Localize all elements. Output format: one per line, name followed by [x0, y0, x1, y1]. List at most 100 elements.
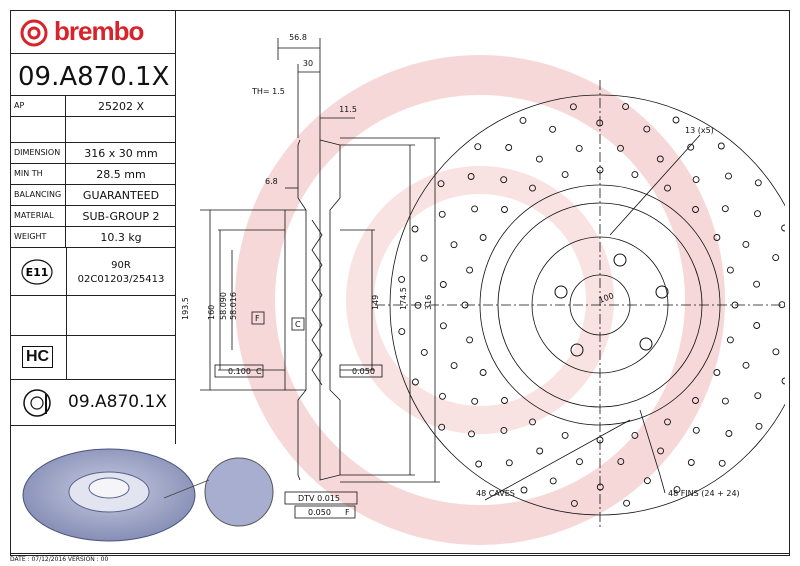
drilled-hole: [742, 240, 750, 248]
drilled-hole: [505, 144, 513, 151]
drilled-hole: [471, 205, 479, 213]
drilled-hole: [437, 180, 445, 188]
drilled-hole: [672, 116, 680, 124]
drilled-hole: [692, 426, 700, 434]
drilled-hole: [549, 125, 557, 133]
dim-149: 149: [371, 295, 380, 310]
drilled-hole: [717, 142, 725, 150]
drilled-hole: [687, 143, 695, 151]
spec-row: [10, 117, 176, 143]
dim-58-016: 58.016: [229, 292, 238, 320]
drilled-hole: [713, 234, 721, 241]
ece-mark-icon: E11: [21, 259, 53, 285]
drilled-hole: [623, 499, 631, 507]
technical-drawing: 56.8 30 TH= 1.5 11.5 6.8 193.5 160 58.09…: [181, 33, 785, 530]
drilled-hole: [755, 422, 763, 430]
drilled-hole: [569, 103, 577, 111]
footer-date-version: DATE : 07/12/2016 VERSION : 00: [10, 556, 109, 563]
drilled-hole: [529, 418, 536, 426]
drilled-hole: [631, 431, 639, 439]
disc-render: [22, 448, 274, 542]
drilled-hole: [468, 430, 475, 438]
runout-tolerance: 0.050: [308, 508, 331, 517]
drilled-hole: [692, 206, 699, 213]
drilled-hole: [466, 336, 474, 344]
drilled-hole: [721, 205, 729, 213]
part-code: 09.A870.1X: [10, 54, 176, 96]
drilled-hole: [643, 477, 651, 485]
drilled-hole: [617, 144, 624, 152]
drilled-hole: [520, 486, 528, 494]
drilled-hole: [664, 184, 671, 192]
drilled-hole: [575, 144, 583, 152]
drilled-hole: [561, 431, 569, 439]
tolerance-2: 0.050: [352, 367, 375, 376]
drilled-hole: [643, 125, 651, 133]
drilled-hole: [673, 486, 681, 494]
drilled-hole: [754, 179, 762, 187]
ece-mark: E11: [26, 266, 49, 279]
tolerance-1-ref: C: [256, 367, 262, 376]
drilled-hole: [622, 103, 630, 111]
drilled-hole: [721, 397, 729, 405]
drilled-hole: [439, 322, 447, 330]
fins-label: 48 FINS (24 + 24): [668, 489, 740, 498]
drilled-hole: [500, 426, 508, 434]
drilled-hole: [461, 301, 469, 309]
drilled-hole: [549, 477, 557, 485]
drilled-hole: [536, 447, 544, 455]
drilled-hole: [467, 173, 475, 180]
drilled-hole: [439, 392, 446, 400]
drilled-hole: [726, 336, 734, 344]
drilled-hole: [535, 155, 543, 163]
drilled-holes: [398, 103, 785, 507]
ece-line1: 90R: [111, 260, 131, 271]
dim-160: 160: [207, 305, 216, 320]
caves-label: 48 CAVES: [476, 489, 515, 498]
bottom-code-cell: 09.A870.1X: [10, 380, 176, 426]
drilled-hole: [450, 362, 458, 370]
drilled-hole: [576, 458, 583, 466]
brand-name: brembo: [54, 16, 144, 46]
drilled-hole: [781, 377, 785, 385]
pcd-label: 100: [598, 291, 615, 305]
drilled-hole: [692, 397, 699, 404]
drilled-hole: [479, 234, 487, 241]
drilled-hole: [398, 275, 406, 283]
drilled-hole: [692, 176, 700, 184]
ece-cell: E11 90R 02C01203/25413: [10, 248, 176, 296]
drilled-hole: [781, 224, 785, 232]
dim-174-5: 174.5: [399, 287, 408, 310]
drilled-hole: [631, 171, 639, 179]
spec-panel: [10, 10, 176, 444]
drilled-hole: [505, 459, 513, 467]
drilled-hole: [471, 397, 479, 405]
drilled-hole: [753, 280, 761, 288]
drilled-hole: [420, 254, 428, 262]
drilled-hole: [501, 397, 508, 404]
tolerance-1: 0.100: [228, 367, 251, 376]
drilled-hole: [420, 348, 428, 356]
brembo-logo-icon: [20, 19, 48, 47]
drilled-hole: [596, 119, 604, 127]
dim-30: 30: [303, 59, 313, 68]
drawing-frame: [10, 10, 790, 556]
blank-cell: [10, 296, 176, 336]
ece-line2: 02C01203/25413: [77, 274, 165, 285]
drilled-hole: [398, 328, 406, 336]
drilled-hole: [466, 266, 474, 274]
drilled-hole: [726, 266, 734, 274]
dim-11-5: 11.5: [339, 105, 357, 114]
bolt-holes-label: 13 (x5): [685, 126, 714, 135]
disc-symbol-icon: [23, 389, 51, 417]
drilled-hole: [479, 369, 487, 376]
drilled-hole: [772, 348, 780, 356]
drilled-hole: [570, 499, 578, 507]
drilled-hole: [475, 460, 483, 468]
drilled-hole: [713, 369, 721, 376]
dim-193-5: 193.5: [181, 297, 190, 320]
